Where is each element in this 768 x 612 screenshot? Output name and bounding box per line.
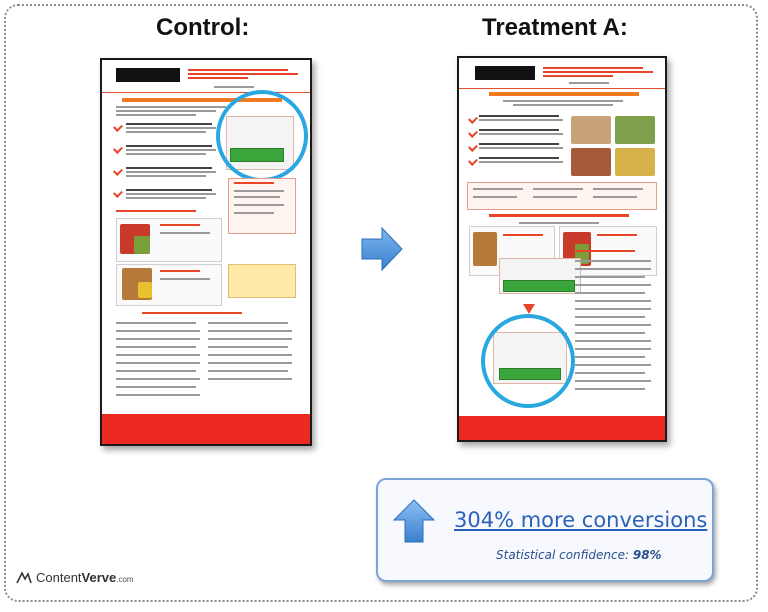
cta-button-upper (503, 280, 575, 292)
statistical-confidence-text: Statistical confidence: 98% (496, 548, 662, 562)
form-highlight-circle-treatment (481, 314, 575, 408)
contentverve-logo-icon (16, 570, 32, 583)
confidence-value: 98% (632, 548, 662, 562)
recipe-photo-2 (615, 116, 655, 144)
right-arrow-icon (361, 226, 403, 272)
control-landing-page-screenshot (100, 58, 312, 446)
up-arrow-icon (392, 499, 436, 543)
contentverve-brand: ContentVerve.com (16, 570, 134, 585)
page-footer-control (102, 414, 310, 444)
result-callout: 304% more conversions Statistical confid… (376, 478, 714, 582)
brand-name: ContentVerve.com (36, 570, 134, 585)
recipe-photo-4 (615, 148, 655, 176)
company-logo-redacted (475, 66, 535, 80)
page-footer-treatment (459, 416, 665, 440)
recipe-photo-3 (571, 148, 611, 176)
control-heading: Control: (156, 14, 250, 41)
form-highlight-circle-control (216, 90, 308, 182)
treatment-heading: Treatment A: (482, 14, 628, 41)
recipe-photo-1 (571, 116, 611, 144)
treatment-landing-page-screenshot (457, 56, 667, 442)
conversion-increase-link[interactable]: 304% more conversions (454, 508, 708, 532)
company-logo-redacted (116, 68, 180, 82)
outer-frame (4, 4, 758, 602)
